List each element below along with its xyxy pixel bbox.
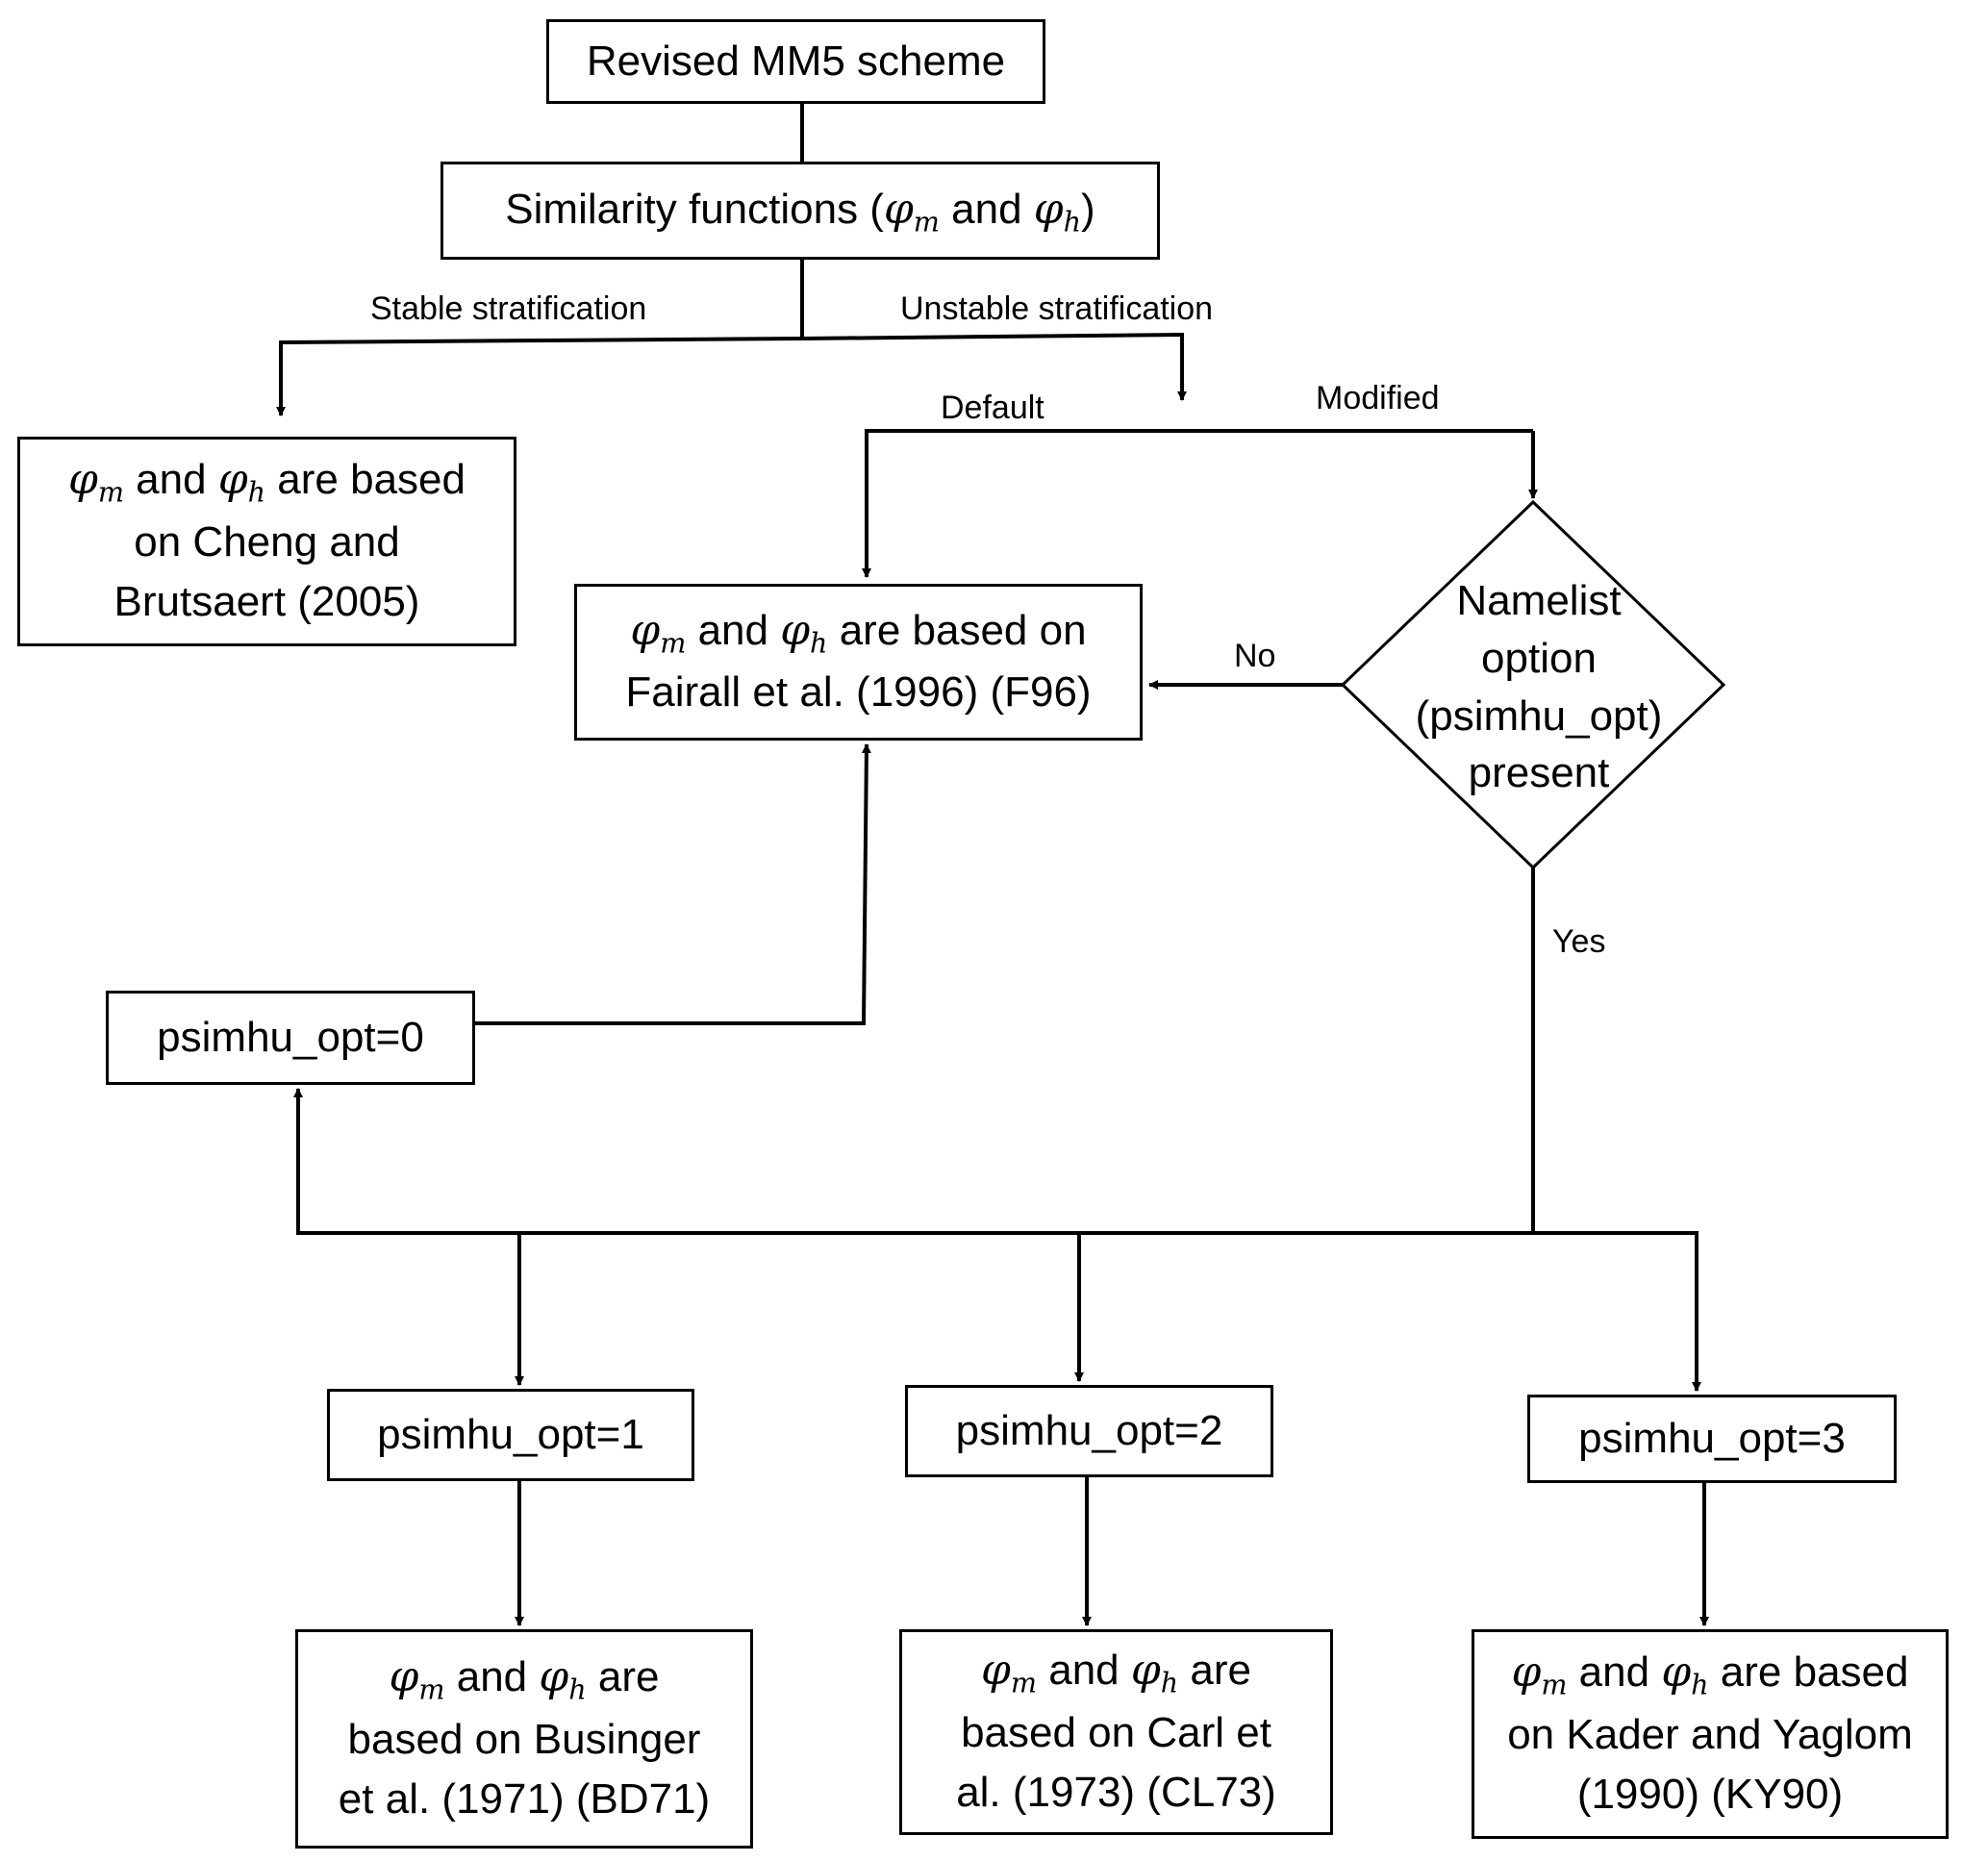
- node-psimhu-opt-1: psimhu_opt=1: [327, 1389, 694, 1481]
- similarity-line: Similarity functions (φm and φh): [505, 184, 1095, 239]
- node-ky90: φm and φh are based on Kader and Yaglom …: [1472, 1629, 1949, 1839]
- edge-stable-branch: [276, 337, 803, 416]
- decision-diamond: [1340, 499, 1726, 870]
- node-cl73: φm and φh are based on Carl et al. (1973…: [899, 1629, 1333, 1835]
- node-bd71: φm and φh are based on Businger et al. (…: [295, 1629, 753, 1849]
- decision-line-3: (psimhu_opt): [1415, 692, 1663, 740]
- cl73-line-1: φm and φh are: [981, 1646, 1251, 1700]
- label-modified: Modified: [1316, 380, 1440, 416]
- node-root-text: Revised MM5 scheme: [586, 37, 1006, 85]
- node-f96: φm and φh are based on Fairall et al. (1…: [574, 584, 1143, 741]
- stable-line-2: on Cheng and: [134, 517, 400, 566]
- stable-line-3: Brutsaert (2005): [113, 578, 420, 626]
- node-stable-result: φm and φh are based on Cheng and Brutsae…: [17, 437, 516, 646]
- edge-opt0-to-f96: [475, 743, 871, 1025]
- decision-line-1: Namelist: [1456, 577, 1622, 624]
- node-revised-mm5-scheme: Revised MM5 scheme: [546, 19, 1045, 104]
- node-psimhu-opt-0: psimhu_opt=0: [106, 991, 475, 1085]
- label-default: Default: [941, 390, 1044, 426]
- ky90-line-2: on Kader and Yaglom: [1507, 1710, 1913, 1758]
- label-stable-stratification: Stable stratification: [370, 290, 647, 327]
- bd71-line-3: et al. (1971) (BD71): [338, 1775, 711, 1824]
- stable-line-1: φm and φh are based: [68, 455, 466, 510]
- cl73-line-2: based on Carl et: [961, 1708, 1271, 1756]
- decision-line-4: present: [1468, 749, 1610, 797]
- decision-line-2: option: [1481, 634, 1597, 682]
- f96-line-1: φm and φh are based on: [630, 606, 1087, 660]
- f96-line-2: Fairall et al. (1996) (F96): [625, 668, 1092, 717]
- node-similarity-functions: Similarity functions (φm and φh): [440, 162, 1160, 260]
- ky90-line-1: φm and φh are based: [1511, 1648, 1909, 1702]
- label-no: No: [1234, 638, 1276, 674]
- node-psimhu-opt-3: psimhu_opt=3: [1527, 1395, 1897, 1483]
- label-unstable-stratification: Unstable stratification: [900, 290, 1214, 327]
- cl73-line-3: al. (1973) (CL73): [956, 1769, 1276, 1817]
- node-psimhu-opt-2: psimhu_opt=2: [905, 1385, 1273, 1477]
- decision-text: Namelist option (psimhu_opt) present: [1346, 572, 1731, 802]
- edge-unstable-branch: [801, 332, 1187, 401]
- label-yes: Yes: [1552, 923, 1606, 960]
- ky90-line-3: (1990) (KY90): [1576, 1771, 1844, 1819]
- bd71-line-1: φm and φh are: [389, 1652, 660, 1707]
- bd71-line-2: based on Businger: [347, 1715, 701, 1763]
